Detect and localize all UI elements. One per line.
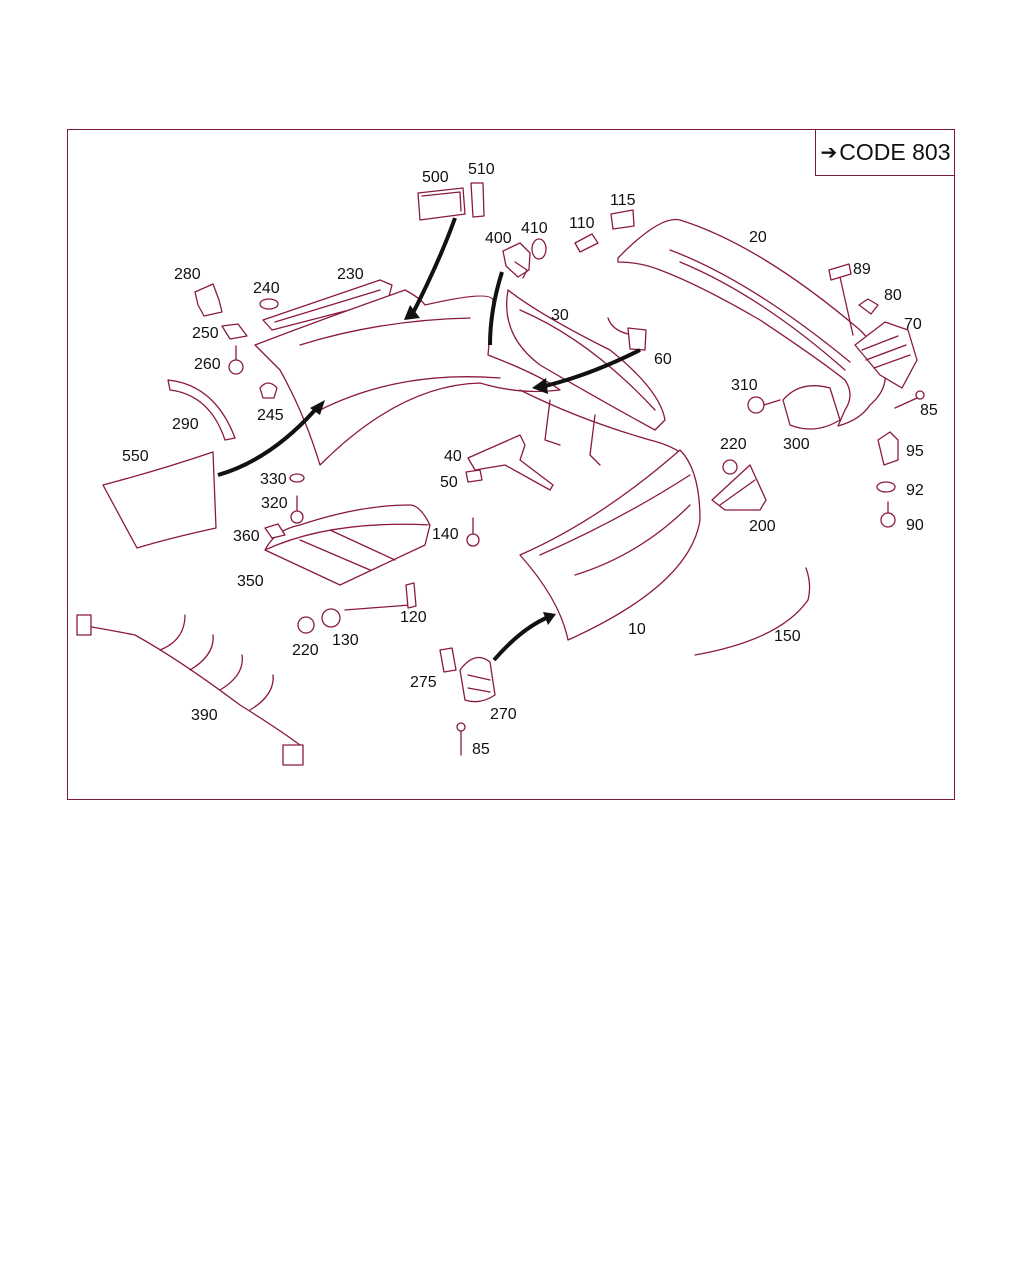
part-60-shape <box>607 317 647 351</box>
part-115-shape <box>610 209 635 230</box>
label-220b: 220 <box>720 436 747 453</box>
part-390-shape <box>76 614 304 766</box>
part-40-shape <box>467 434 554 491</box>
label-110: 110 <box>569 215 595 232</box>
label-230: 230 <box>337 266 364 283</box>
label-92: 92 <box>906 482 924 499</box>
label-290: 290 <box>172 416 199 433</box>
part-80-shape <box>858 298 879 315</box>
label-30: 30 <box>551 307 569 324</box>
label-130: 130 <box>332 632 359 649</box>
part-20-shape <box>617 218 886 427</box>
label-275: 275 <box>410 674 437 691</box>
label-85b: 85 <box>472 741 490 758</box>
label-500: 500 <box>422 169 449 186</box>
part-400-shape <box>502 242 531 279</box>
label-400: 400 <box>485 230 512 247</box>
label-300: 300 <box>783 436 810 453</box>
label-85a: 85 <box>920 402 938 419</box>
part-220a-shape <box>297 616 315 634</box>
label-120: 120 <box>400 609 427 626</box>
part-150-shape <box>694 567 811 656</box>
label-270: 270 <box>490 706 517 723</box>
part-200-shape <box>711 464 767 511</box>
part-350-shape <box>264 504 431 586</box>
part-95-shape <box>877 431 899 466</box>
label-240: 240 <box>253 280 280 297</box>
part-92-shape <box>876 481 896 493</box>
label-20: 20 <box>749 229 767 246</box>
right-arrow-icon: ➔ <box>820 142 838 164</box>
part-310-shape <box>747 396 781 414</box>
part-320-shape <box>290 495 304 524</box>
label-280: 280 <box>174 266 201 283</box>
label-310: 310 <box>731 377 758 394</box>
label-200: 200 <box>749 518 776 535</box>
part-140-shape <box>466 517 480 547</box>
label-90: 90 <box>906 517 924 534</box>
label-350: 350 <box>237 573 264 590</box>
label-360: 360 <box>233 528 260 545</box>
part-245-shape <box>259 382 278 399</box>
part-280-shape <box>194 283 223 317</box>
label-89: 89 <box>853 261 871 278</box>
assembly-arrows <box>217 217 641 662</box>
label-115: 115 <box>610 192 636 209</box>
part-89-shape <box>828 263 854 336</box>
part-130-shape <box>321 608 341 628</box>
label-220a: 220 <box>292 642 319 659</box>
part-labels: 500 510 280 240 230 250 260 245 290 550 … <box>122 161 938 758</box>
part-360-shape <box>264 523 286 539</box>
part-300-shape <box>782 385 841 430</box>
code-label: CODE 803 <box>839 139 951 165</box>
part-85a-shape <box>894 390 925 409</box>
part-230-shape <box>262 279 393 331</box>
part-70-shape <box>854 321 918 389</box>
label-260: 260 <box>194 356 221 373</box>
label-330: 330 <box>260 471 287 488</box>
diagram-frame <box>67 129 955 800</box>
part-260-shape <box>228 345 244 375</box>
label-10: 10 <box>628 621 646 638</box>
code-box: ➔ CODE 803 <box>815 130 955 176</box>
part-90-shape <box>880 501 896 528</box>
part-550-shape <box>102 451 217 549</box>
label-320: 320 <box>261 495 288 512</box>
label-95: 95 <box>906 443 924 460</box>
part-120-shape <box>344 582 417 611</box>
label-510: 510 <box>468 161 495 178</box>
label-245: 245 <box>257 407 284 424</box>
part-410-shape <box>531 238 547 260</box>
label-140: 140 <box>432 526 459 543</box>
label-410: 410 <box>521 220 548 237</box>
part-270-shape <box>459 656 496 703</box>
label-80: 80 <box>884 287 902 304</box>
part-240-shape <box>259 298 279 310</box>
label-40: 40 <box>444 448 462 465</box>
part-250-shape <box>221 323 248 340</box>
label-250: 250 <box>192 325 219 342</box>
part-110-shape <box>574 233 599 253</box>
part-10-shape <box>519 449 701 641</box>
part-290-shape <box>167 379 236 441</box>
label-550: 550 <box>122 448 149 465</box>
part-50-shape <box>465 469 483 483</box>
part-500-shape <box>417 187 466 221</box>
label-150: 150 <box>774 628 801 645</box>
part-220b-shape <box>722 459 738 475</box>
label-70: 70 <box>904 316 922 333</box>
part-275-shape <box>439 647 457 673</box>
part-510-shape <box>470 182 485 218</box>
label-390: 390 <box>191 707 218 724</box>
part-85b-shape <box>456 722 466 756</box>
part-330-shape <box>289 473 305 483</box>
part-30-shape <box>506 289 666 431</box>
label-60: 60 <box>654 351 672 368</box>
label-50: 50 <box>440 474 458 491</box>
